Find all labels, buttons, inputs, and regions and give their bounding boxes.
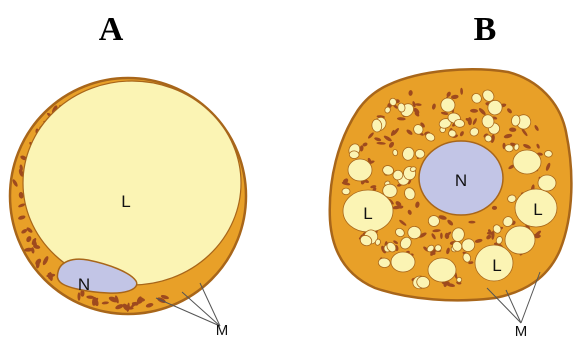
cell-a-nucleus-label: N xyxy=(78,275,90,294)
lipid-droplet xyxy=(505,226,535,254)
lipid-droplet xyxy=(513,150,541,174)
panel-b-cell: N L L L M xyxy=(330,69,572,338)
lipid-droplet xyxy=(434,244,442,252)
lipid-droplet xyxy=(392,149,398,156)
cell-b-lipid-label-3: L xyxy=(492,256,501,275)
lipid-droplet xyxy=(391,252,415,272)
lipid-droplet xyxy=(342,188,350,195)
cell-b-nucleus-label: N xyxy=(455,171,467,190)
cell-b-mito-label: M xyxy=(515,323,528,338)
mitochondrion xyxy=(468,221,475,224)
panel-b-letter: B xyxy=(474,11,497,48)
lipid-droplet xyxy=(349,151,359,159)
cell-b-lipid-label-2: L xyxy=(533,200,542,219)
cell-b-lipid-label-1: L xyxy=(363,204,372,223)
panel-a-cell: L N M xyxy=(10,78,246,338)
cell-a-mito-label: M xyxy=(216,322,229,338)
cell-a-lipid-droplet xyxy=(23,81,241,285)
lipid-droplet xyxy=(348,159,372,181)
lipid-droplet xyxy=(538,175,556,191)
lipid-droplet xyxy=(428,258,456,282)
panel-a-letter: A xyxy=(99,11,124,48)
cell-a-lipid-label: L xyxy=(121,192,130,211)
lipid-droplet xyxy=(544,150,552,157)
